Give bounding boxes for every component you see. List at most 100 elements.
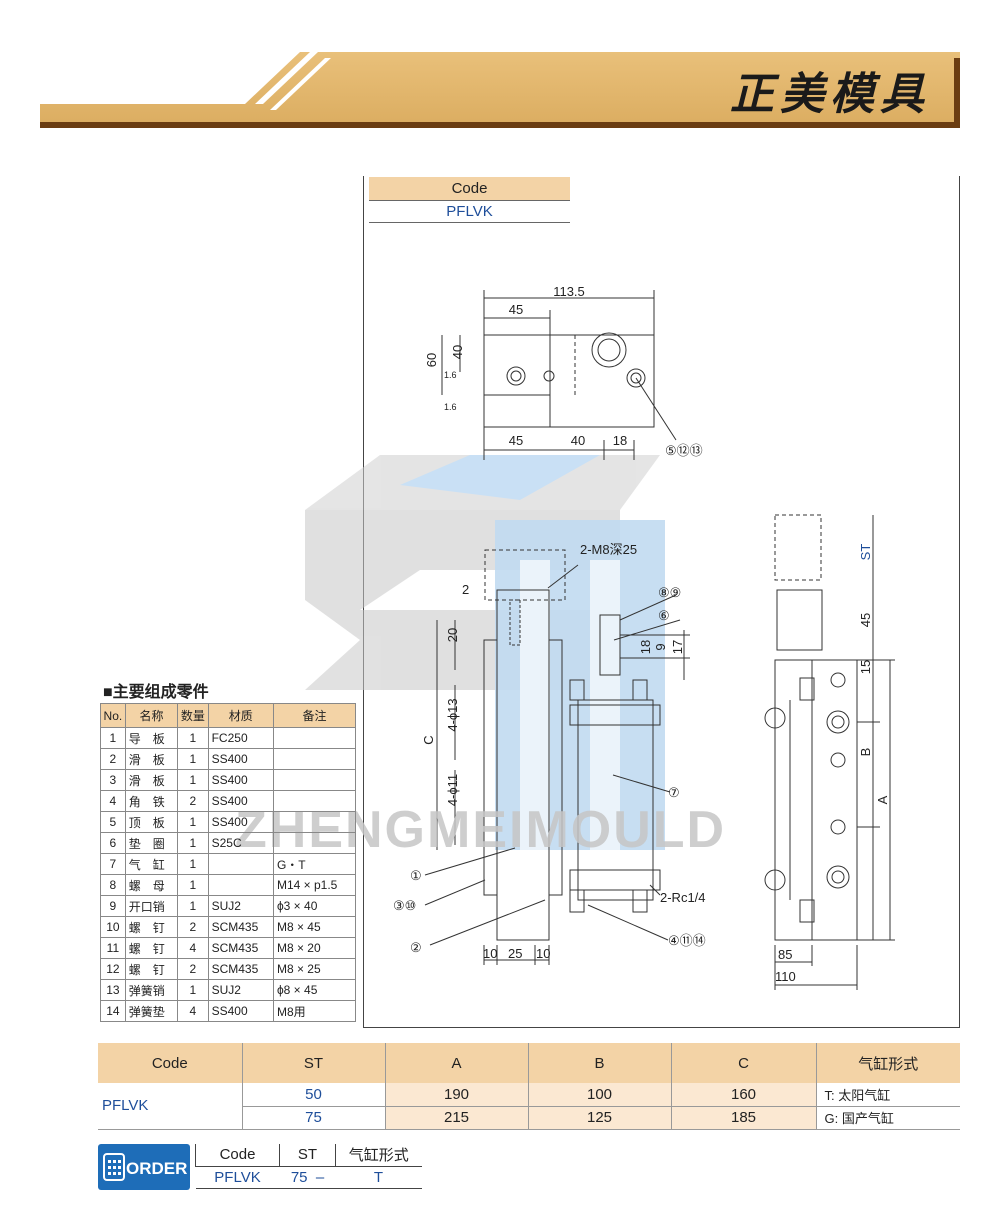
order-value: T — [335, 1166, 422, 1189]
order-icon: ORDER — [98, 1144, 190, 1190]
dim-label: ST — [858, 544, 873, 561]
phone-icon: ORDER — [103, 1153, 187, 1181]
parts-cell: SS400 — [207, 769, 274, 791]
parts-header: 名称 — [124, 703, 179, 728]
spec-cell: 215 — [384, 1106, 528, 1130]
parts-cell: 弹簧销 — [124, 979, 179, 1001]
spec-header: A — [384, 1043, 528, 1083]
dim-label: 40 — [450, 345, 465, 359]
callout-label: ⑦ — [668, 785, 680, 800]
callout-label: ⑤⑫⑬ — [665, 443, 703, 458]
banner-graphic — [40, 52, 960, 128]
dim-label: 18 — [638, 640, 653, 654]
spec-cell: 100 — [527, 1083, 671, 1107]
parts-cell: 顶 板 — [124, 811, 179, 833]
parts-cell: 1 — [177, 832, 209, 854]
parts-cell: ϕ8 × 45 — [272, 979, 357, 1001]
spec-type: T: 太阳气缸 — [815, 1083, 960, 1107]
parts-cell: 13 — [100, 979, 126, 1001]
dim-label: C — [421, 735, 436, 744]
parts-cell: 1 — [177, 811, 209, 833]
parts-cell: SUJ2 — [207, 895, 274, 917]
spec-header: C — [670, 1043, 816, 1083]
parts-cell: SS400 — [207, 811, 274, 833]
parts-cell: 螺 母 — [124, 874, 179, 896]
parts-header: 备注 — [272, 703, 357, 728]
spec-header: 气缸形式 — [815, 1043, 960, 1083]
parts-cell: 1 — [177, 979, 209, 1001]
parts-cell: 10 — [100, 916, 126, 938]
parts-cell: 5 — [100, 811, 126, 833]
callout-label: ③⑩ — [393, 898, 416, 913]
parts-cell: 1 — [177, 769, 209, 791]
order-dash: – — [315, 1168, 325, 1186]
parts-cell — [272, 790, 357, 812]
dim-label: 45 — [509, 433, 523, 448]
dim-label: 15 — [858, 660, 873, 674]
parts-cell: M14 × p1.5 — [272, 874, 357, 896]
order-label: ORDER — [126, 1159, 187, 1178]
parts-cell — [272, 832, 357, 854]
parts-cell: 8 — [100, 874, 126, 896]
parts-cell: 4 — [177, 937, 209, 959]
dim-label: A — [875, 795, 890, 804]
parts-cell: 气 缸 — [124, 853, 179, 875]
parts-cell: 螺 钉 — [124, 937, 179, 959]
parts-cell: 导 板 — [124, 727, 179, 749]
spec-code: PFLVK — [98, 1083, 242, 1130]
spec-header: ST — [241, 1043, 385, 1083]
parts-cell: M8 × 45 — [272, 916, 357, 938]
order-header: ST — [279, 1144, 336, 1167]
parts-cell: 开口销 — [124, 895, 179, 917]
parts-cell: 角 铁 — [124, 790, 179, 812]
dim-label: 85 — [778, 947, 792, 962]
dim-label: 10 — [536, 946, 550, 961]
callout-label: ① — [410, 868, 422, 883]
brand-title: 正美模具 — [730, 69, 930, 120]
dim-label: 110 — [775, 969, 796, 984]
parts-cell: 垫 圈 — [124, 832, 179, 854]
parts-cell: SCM435 — [207, 937, 274, 959]
parts-cell: 滑 板 — [124, 769, 179, 791]
dim-label: 113.5 — [553, 284, 585, 299]
spec-cell: 160 — [670, 1083, 816, 1107]
callout-label: ② — [410, 940, 422, 955]
parts-cell: 螺 钉 — [124, 958, 179, 980]
dim-label: 9 — [653, 643, 668, 650]
parts-cell: 螺 钉 — [124, 916, 179, 938]
spec-header: Code — [98, 1043, 242, 1083]
parts-cell: 滑 板 — [124, 748, 179, 770]
dim-label: 1.6 — [444, 370, 457, 380]
parts-cell: SS400 — [207, 748, 274, 770]
parts-cell: 弹簧垫 — [124, 1000, 179, 1022]
spec-cell: 190 — [384, 1083, 528, 1107]
parts-cell: S25C — [207, 832, 274, 854]
parts-cell: SUJ2 — [207, 979, 274, 1001]
dim-label: 1.6 — [444, 402, 457, 412]
parts-cell: 1 — [177, 748, 209, 770]
watermark-logo — [305, 455, 665, 850]
parts-cell: 6 — [100, 832, 126, 854]
code-box-value: PFLVK — [369, 201, 570, 223]
dim-label: 4-ϕ13 — [445, 698, 460, 731]
parts-cell — [272, 727, 357, 749]
dim-label: 60 — [424, 353, 439, 367]
callout-label: ④⑪⑭ — [668, 933, 706, 948]
parts-cell: 7 — [100, 853, 126, 875]
parts-cell: 3 — [100, 769, 126, 791]
spec-type: G: 国产气缸 — [815, 1106, 960, 1130]
code-box: Code PFLVK — [369, 177, 570, 223]
parts-cell: G・T — [272, 853, 357, 875]
order-value: 75 – — [279, 1166, 336, 1189]
parts-cell: M8 × 20 — [272, 937, 357, 959]
